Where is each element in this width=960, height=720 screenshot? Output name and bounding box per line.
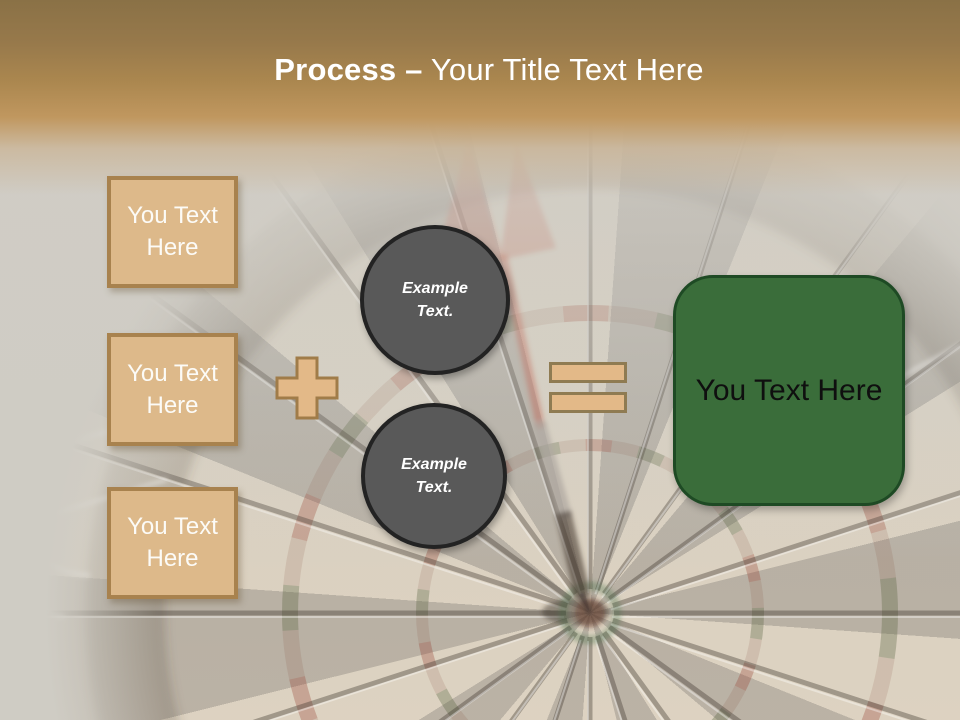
step-circle-1: Example Text. — [360, 225, 510, 375]
equals-bar-top — [549, 362, 627, 383]
input-box-2-label: You Text Here — [127, 359, 218, 419]
plus-operator-icon — [275, 356, 339, 420]
input-box-3: You Text Here — [107, 487, 238, 599]
slide-title-regular: Your Title Text Here — [430, 52, 704, 87]
step-circle-2: Example Text. — [361, 403, 507, 549]
input-box-1: You Text Here — [107, 176, 238, 288]
input-box-3-label: You Text Here — [127, 513, 218, 572]
equals-bar-bottom — [549, 392, 627, 413]
step-circle-1-label: Example Text. — [402, 279, 468, 320]
slide-title: Process – Your Title Text Here — [0, 52, 960, 88]
result-box: You Text Here — [673, 275, 905, 506]
step-circle-2-label: Example Text. — [401, 455, 467, 496]
slide-title-bold: Process – — [274, 52, 423, 87]
input-box-1-label: You Text Here — [127, 202, 218, 261]
header-band — [0, 0, 960, 195]
input-box-2: You Text Here — [107, 333, 238, 446]
result-box-label: You Text Here — [695, 373, 883, 407]
